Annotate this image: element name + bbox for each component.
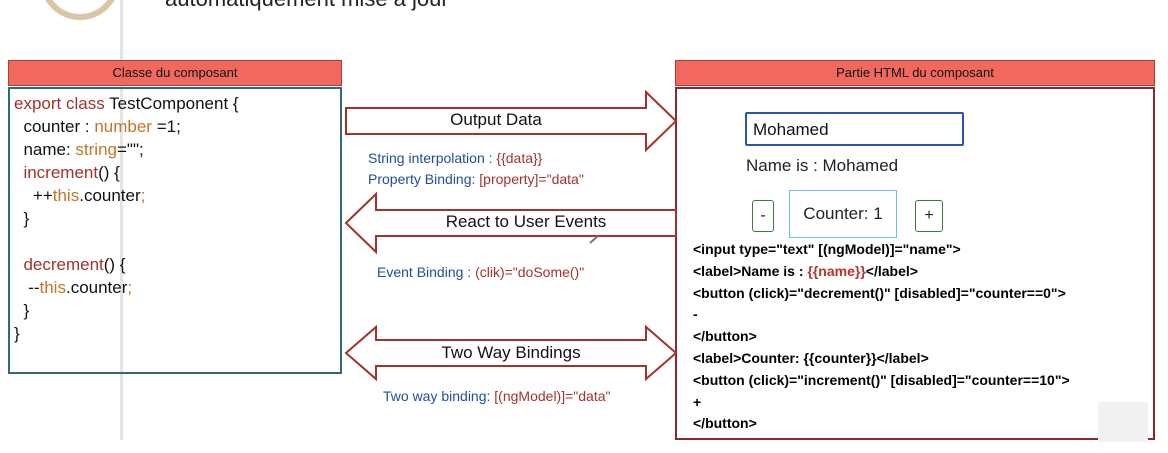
code-token: </button>	[693, 328, 757, 345]
code-token: <button (click)="increment()" [disabled]…	[693, 371, 1070, 388]
two-way-label: Two Way Bindings	[441, 343, 581, 362]
code-token: () {	[103, 255, 126, 274]
event-binding-note: Event Binding : (clik)="doSome()"	[377, 264, 584, 280]
code-token: () {	[98, 163, 120, 182]
class-code-line: name: string="";	[14, 138, 340, 161]
two-way-binding-value: [(ngModel)]="data"	[494, 388, 611, 404]
component-html-panel	[675, 87, 1155, 440]
code-token: this	[52, 186, 80, 205]
counter-label-demo: Counter: 1	[789, 190, 897, 238]
code-token: ="";	[117, 140, 144, 159]
html-code-line: <button (click)="decrement()" [disabled]…	[693, 283, 1070, 305]
code-token: }	[14, 301, 30, 320]
html-code-line: +	[693, 392, 1070, 414]
code-token: .counter	[65, 278, 128, 297]
code-token: this	[39, 278, 66, 297]
interpolation-note: String interpolation : {{data}}	[368, 150, 542, 166]
component-html-code: <input type="text" [(ngModel)]="name"> <l…	[693, 239, 1070, 435]
code-token: <input type="text" [(ngModel)]="name">	[693, 241, 961, 257]
code-token: {{name}}	[807, 262, 866, 279]
event-binding-value: (clik)="doSome()"	[475, 264, 585, 280]
code-token: </button>	[693, 415, 757, 432]
code-token: -	[693, 306, 698, 323]
html-code-line: <label>Counter: {{counter}}</label>	[693, 348, 1070, 370]
code-token: number	[94, 117, 157, 136]
event-binding-label: Event Binding :	[377, 264, 476, 280]
class-code-line: export class TestComponent {	[14, 92, 340, 115]
code-token: --	[14, 278, 40, 297]
interpolation-label: String interpolation :	[368, 150, 497, 166]
class-code-line: decrement() {	[14, 253, 340, 276]
watermark	[1098, 402, 1148, 442]
code-token: }	[14, 324, 20, 343]
class-code-line: ++this.counter;	[14, 184, 340, 207]
left-panel-header: Classe du composant	[8, 60, 342, 86]
property-binding-note: Property Binding: [property]="data"	[368, 171, 584, 187]
name-input-demo[interactable]: Mohamed	[745, 112, 964, 146]
html-code-line: <input type="text" [(ngModel)]="name">	[693, 239, 1070, 261]
class-code-line: }	[14, 322, 340, 345]
interpolation-value: {{data}}	[496, 150, 543, 166]
code-token: <button (click)="decrement()" [disabled]…	[693, 284, 1066, 301]
pencil-cursor-icon	[589, 235, 599, 244]
right-panel-header: Partie HTML du composant	[675, 60, 1155, 86]
code-token: .counter	[79, 186, 141, 205]
code-token: counter :	[14, 117, 95, 136]
class-code-line: }	[14, 299, 340, 322]
component-class-code: export class TestComponent { counter : n…	[8, 87, 342, 374]
property-binding-value: [property]="data"	[479, 171, 584, 187]
property-binding-label: Property Binding:	[368, 171, 480, 187]
output-data-arrow	[345, 89, 678, 153]
class-code-line: }	[14, 207, 340, 230]
html-code-line: </button>	[693, 326, 1070, 348]
user-events-label: React to User Events	[445, 212, 607, 231]
two-way-arrow	[344, 324, 678, 382]
class-code-line: counter : number =1;	[14, 115, 340, 138]
decrement-button[interactable]: -	[752, 200, 774, 232]
code-token: string	[75, 140, 117, 159]
top-caption: automatiquement mise à jour	[165, 0, 449, 12]
code-token: TestComponent {	[109, 94, 239, 113]
code-token: increment	[14, 163, 99, 182]
code-token: ;	[127, 278, 133, 297]
code-token: decrement	[14, 255, 104, 274]
code-token: </label>	[865, 262, 918, 279]
code-token: ;	[140, 186, 146, 205]
code-token: +	[693, 393, 702, 410]
output-data-label: Output Data	[450, 110, 542, 129]
user-events-arrow	[344, 191, 677, 255]
increment-button[interactable]: +	[915, 200, 943, 232]
code-token: name:	[14, 140, 76, 159]
html-code-line: <button (click)="increment()" [disabled]…	[693, 370, 1070, 392]
class-code-line: --this.counter;	[14, 276, 340, 299]
code-token: ++	[14, 186, 53, 205]
code-token: }	[14, 209, 30, 228]
name-label-demo: Name is : Mohamed	[746, 156, 899, 175]
code-token: export class	[14, 94, 110, 113]
slide-divider-line	[120, 0, 123, 440]
code-token: =1;	[156, 117, 181, 136]
html-code-line: <label>Name is : {{name}}</label>	[693, 261, 1070, 283]
code-token: <label>Counter: {{counter}}</label>	[693, 349, 929, 366]
two-way-binding-note: Two way binding: [(ngModel)]="data"	[383, 388, 610, 404]
html-code-line: </button>	[693, 413, 1070, 435]
class-code-line: increment() {	[14, 161, 340, 184]
code-token: <label>Name is :	[693, 262, 808, 279]
two-way-binding-label: Two way binding:	[383, 388, 495, 404]
html-code-line: -	[693, 304, 1070, 326]
